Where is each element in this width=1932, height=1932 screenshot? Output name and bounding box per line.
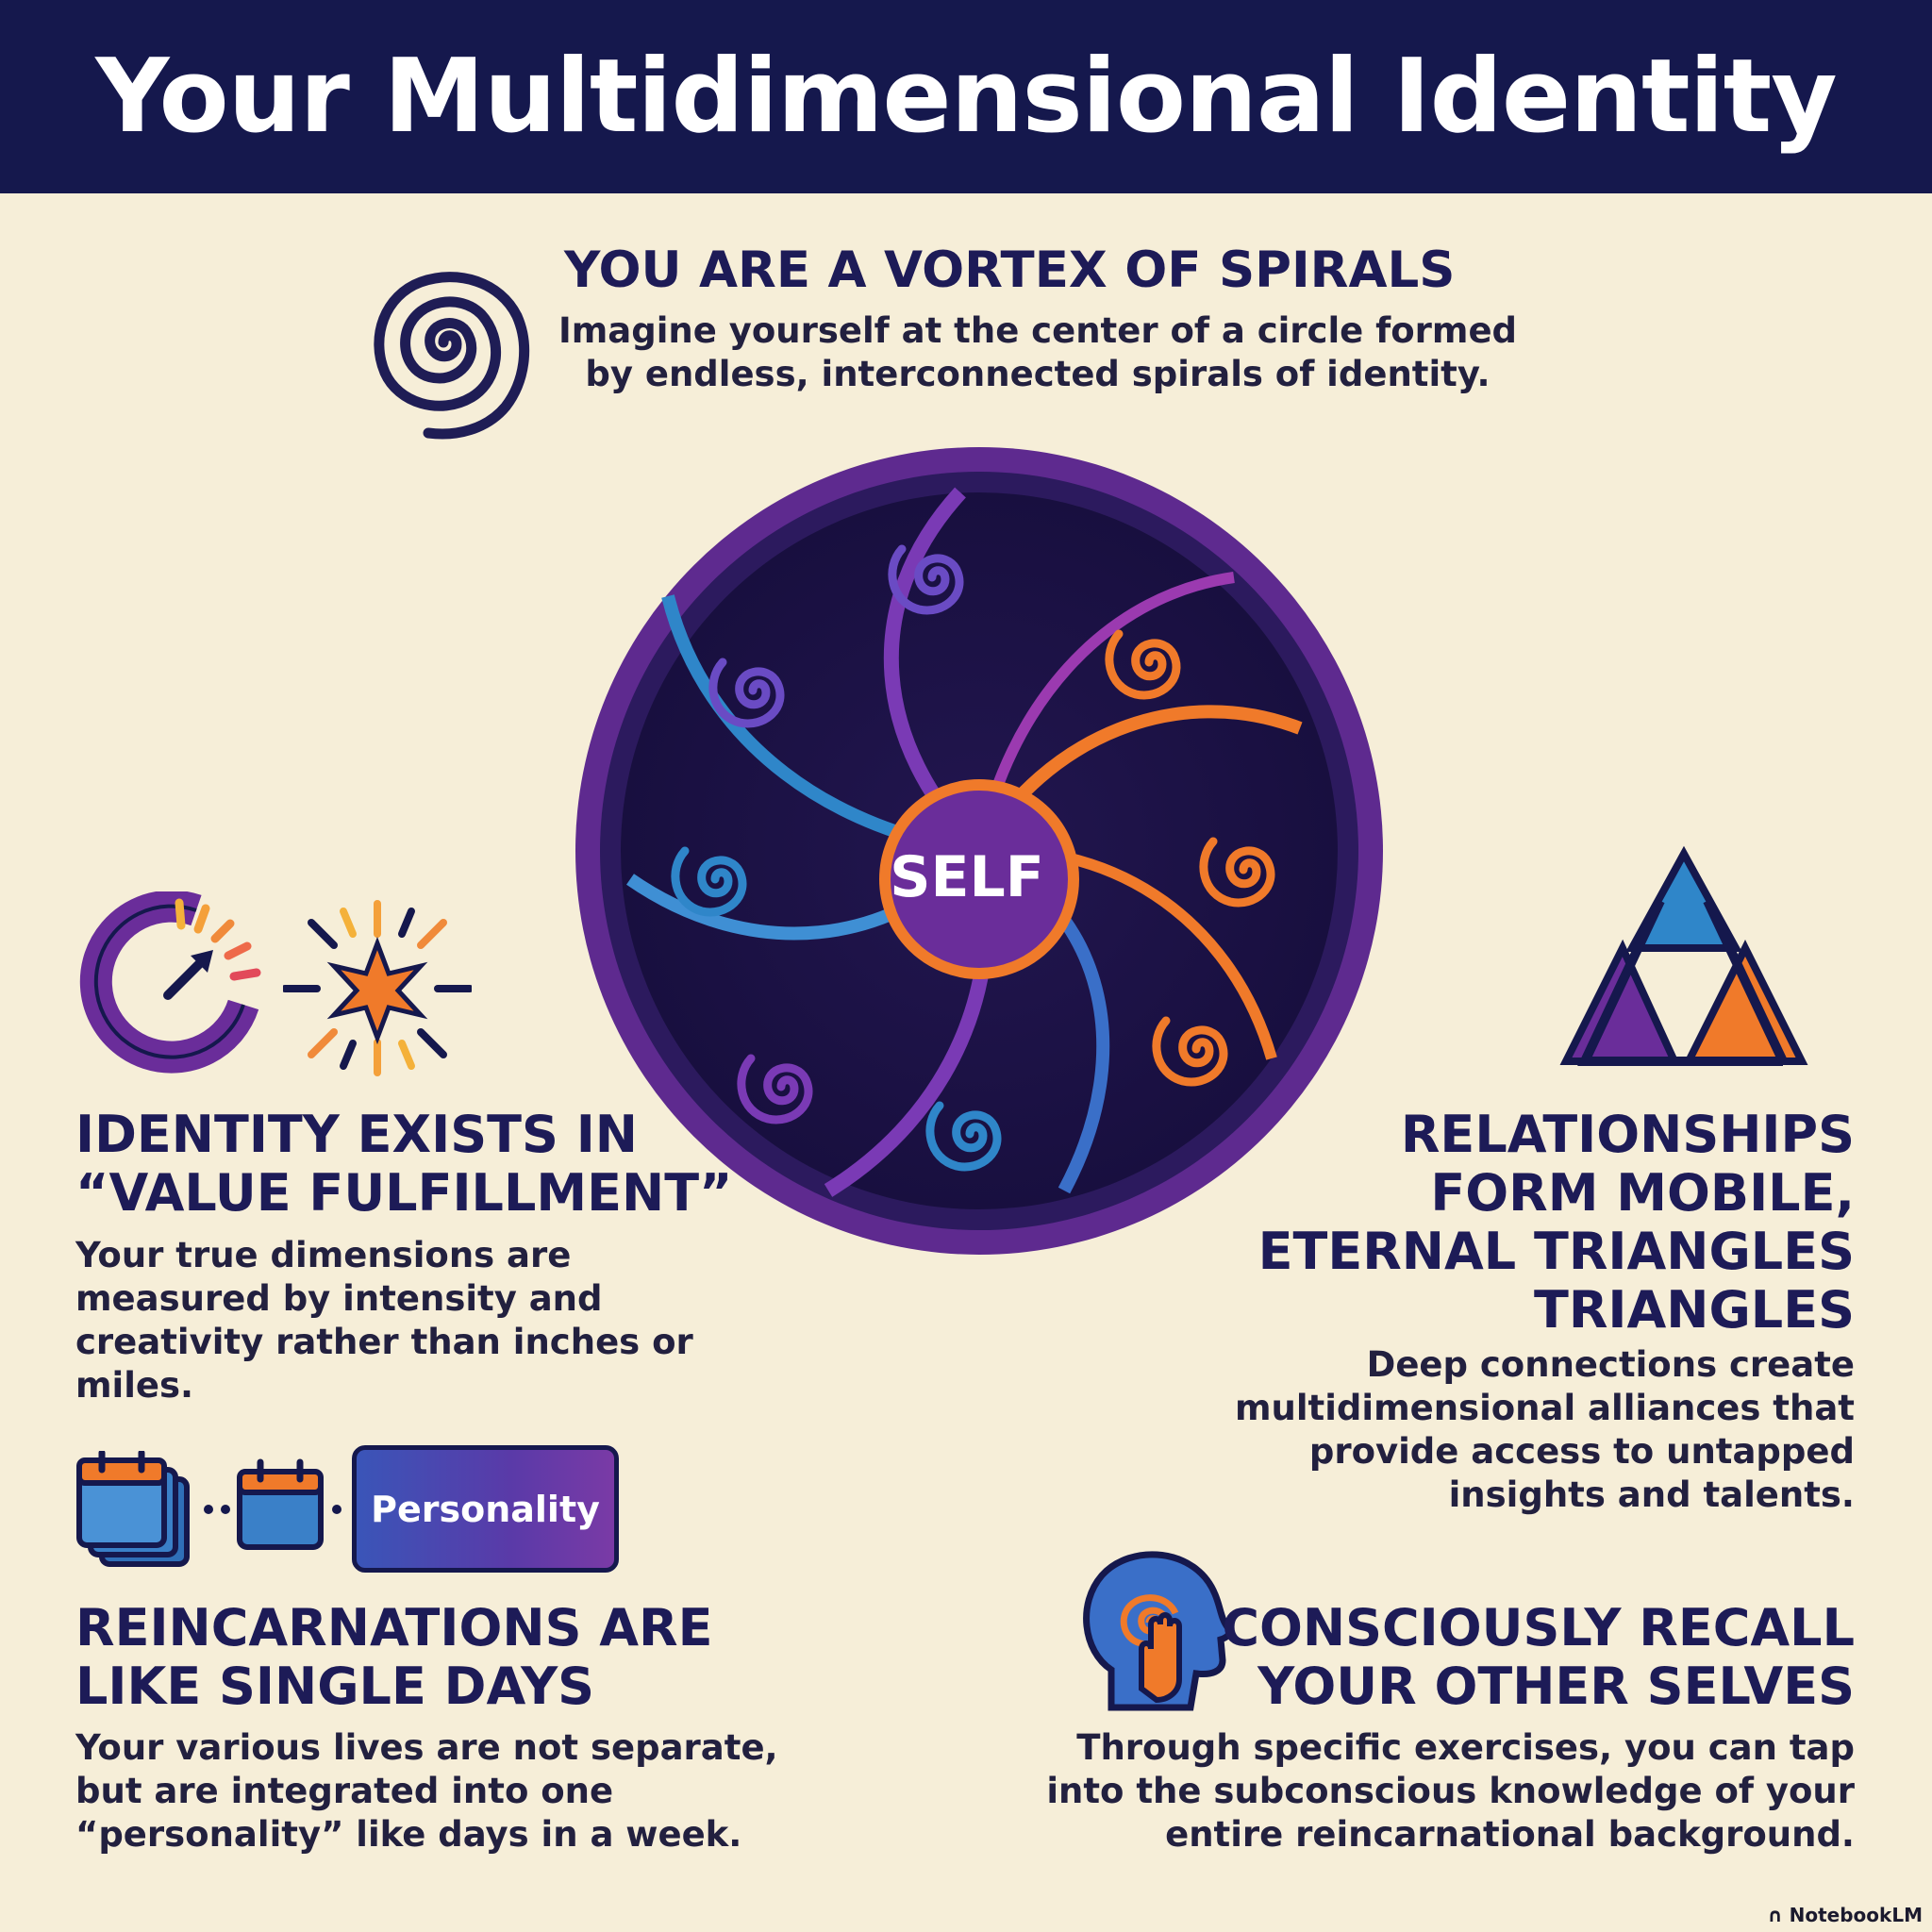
value-body-line-3: creativity rather than inches or miles. (75, 1322, 693, 1406)
relationships-heading-line-4: TRIANGLES (1533, 1280, 1855, 1340)
value-body-line-2: measured by intensity and (75, 1278, 603, 1319)
value-heading-line-1: IDENTITY EXISTS IN (75, 1105, 638, 1164)
relationships-heading-line-1: RELATIONSHIPS (1400, 1105, 1855, 1164)
relationships-heading-line-3: ETERNAL TRIANGLES (1257, 1222, 1855, 1281)
recall-body-line-1: Through specific exercises, you can tap (1076, 1727, 1855, 1768)
recall-heading-line-1: CONSCIOUSLY RECALL (1222, 1598, 1855, 1657)
relationships-section: RELATIONSHIPS FORM MOBILE, ETERNAL TRIAN… (1132, 1106, 1855, 1340)
gauge-icon (79, 891, 261, 1074)
value-heading-line-2: “VALUE FULFILLMENT” (75, 1163, 733, 1223)
vortex-section: YOU ARE A VORTEX OF SPIRALS (564, 242, 1602, 300)
reincarnation-heading-line-1: REINCARNATIONS ARE (75, 1598, 713, 1657)
watermark-text: NotebookLM (1789, 1904, 1923, 1926)
calendar-icon (237, 1458, 324, 1550)
relationships-body-line-2: multidimensional alliances that (1234, 1388, 1855, 1428)
reincarnation-body: Your various lives are not separate, but… (75, 1726, 830, 1857)
starburst-icon (283, 900, 472, 1076)
value-body-line-1: Your true dimensions are (75, 1235, 572, 1275)
vortex-body-line-1: Imagine yourself at the center of a circ… (558, 310, 1518, 351)
relationships-heading-line-2: FORM MOBILE, (1430, 1163, 1855, 1223)
vortex-body-line-2: by endless, interconnected spirals of id… (585, 354, 1491, 394)
vortex-diagram (575, 447, 1383, 1255)
watermark-icon: ∩ (1767, 1904, 1790, 1926)
reincarnation-body-line-3: “personality” like days in a week. (75, 1814, 742, 1855)
relationships-body: Deep connections create multidimensional… (1132, 1343, 1855, 1517)
vortex-body: Imagine yourself at the center of a circ… (528, 309, 1547, 396)
recall-body-line-2: into the subconscious knowledge of your (1046, 1771, 1855, 1811)
reincarnation-heading-line-2: LIKE SINGLE DAYS (75, 1657, 595, 1716)
recall-body-line-3: entire reincarnational background. (1165, 1814, 1855, 1855)
calendar-stack-icon (76, 1451, 190, 1567)
reincarnation-body-line-2: but are integrated into one (75, 1771, 614, 1811)
self-label: SELF (890, 844, 1044, 910)
dots-connector-icon-2 (332, 1505, 341, 1514)
value-section: IDENTITY EXISTS IN “VALUE FULFILLMENT” (75, 1106, 736, 1223)
relationships-body-line-4: insights and talents. (1448, 1474, 1855, 1515)
interlocking-triangles-icon (1559, 845, 1808, 1066)
recall-section: CONSCIOUSLY RECALL YOUR OTHER SELVES (1038, 1599, 1855, 1716)
title-banner: Your Multidimensional Identity (0, 0, 1932, 193)
watermark: ∩ NotebookLM (1767, 1904, 1923, 1926)
personality-badge: Personality (352, 1445, 619, 1573)
page-title: Your Multidimensional Identity (95, 38, 1837, 156)
spiral-icon (374, 272, 530, 440)
head-hand-spiral-icon (1083, 1551, 1233, 1711)
recall-body: Through specific exercises, you can tap … (943, 1726, 1855, 1857)
vortex-heading: YOU ARE A VORTEX OF SPIRALS (564, 242, 1456, 299)
reincarnation-section: REINCARNATIONS ARE LIKE SINGLE DAYS (75, 1599, 830, 1716)
recall-heading-line-2: YOUR OTHER SELVES (1257, 1657, 1855, 1716)
value-body: Your true dimensions are measured by int… (75, 1234, 792, 1407)
relationships-body-line-3: provide access to untapped (1308, 1431, 1855, 1472)
relationships-body-line-1: Deep connections create (1366, 1344, 1855, 1385)
dots-connector-icon (204, 1505, 230, 1514)
reincarnation-body-line-1: Your various lives are not separate, (75, 1727, 778, 1768)
